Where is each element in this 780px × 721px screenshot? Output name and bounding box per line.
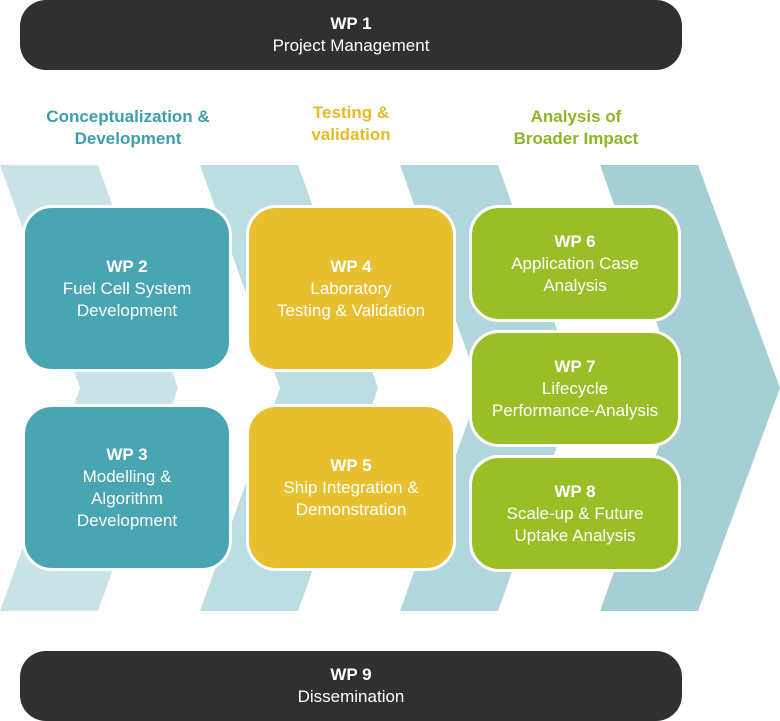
phase-1-line-1: Conceptualization &: [46, 107, 210, 126]
wp3-box: WP 3 Modelling & Algorithm Development: [22, 404, 232, 571]
phase-2-line-2: validation: [311, 125, 391, 144]
phase-heading-conceptualization: Conceptualization & Development: [22, 106, 234, 150]
wp7-line-2: Performance-Analysis: [491, 400, 659, 420]
wp3-line-3: Development: [76, 510, 178, 530]
wp5-box: WP 5 Ship Integration & Demonstration: [246, 404, 456, 571]
wp8-line-2: Uptake Analysis: [514, 525, 636, 545]
wp6-box: WP 6 Application Case Analysis: [469, 205, 681, 322]
wp9-id: WP 9: [330, 665, 372, 684]
wp7-id: WP 7: [554, 356, 596, 376]
wp9-bar: WP 9 Dissemination: [20, 651, 682, 721]
wp3-line-1: Modelling &: [82, 466, 172, 486]
wp8-line-1: Scale-up & Future: [506, 503, 644, 523]
phase-3-line-1: Analysis of: [530, 107, 622, 126]
wp4-box: WP 4 Laboratory Testing & Validation: [246, 205, 456, 372]
wp1-id: WP 1: [330, 14, 372, 33]
wp5-line-1: Ship Integration &: [283, 477, 419, 497]
wp1-bar: WP 1 Project Management: [20, 0, 682, 70]
wp1-title: Project Management: [272, 36, 430, 55]
wp9-title: Dissemination: [297, 687, 405, 706]
phase-1-line-2: Development: [74, 129, 182, 148]
phase-heading-testing: Testing & validation: [280, 102, 422, 146]
wp5-id: WP 5: [330, 455, 372, 475]
wp6-line-2: Analysis: [543, 275, 607, 295]
wp2-box: WP 2 Fuel Cell System Development: [22, 205, 232, 372]
wp5-line-2: Demonstration: [295, 499, 407, 519]
wp2-id: WP 2: [106, 256, 148, 276]
wp2-line-1: Fuel Cell System: [62, 278, 192, 298]
wp8-box: WP 8 Scale-up & Future Uptake Analysis: [469, 455, 681, 572]
wp6-line-1: Application Case: [511, 253, 639, 273]
wp4-line-1: Laboratory: [310, 278, 392, 298]
phase-3-line-2: Broader Impact: [513, 129, 639, 148]
wp3-line-2: Algorithm: [91, 488, 163, 508]
wp4-id: WP 4: [330, 256, 372, 276]
wp7-line-1: Lifecycle: [541, 378, 609, 398]
wp8-id: WP 8: [554, 481, 596, 501]
wp7-box: WP 7 Lifecycle Performance-Analysis: [469, 330, 681, 447]
wp6-id: WP 6: [554, 231, 596, 251]
wp2-line-2: Development: [76, 300, 178, 320]
phase-2-line-1: Testing &: [312, 103, 390, 122]
phase-heading-analysis: Analysis of Broader Impact: [478, 106, 674, 150]
wp3-id: WP 3: [106, 444, 148, 464]
wp4-line-2: Testing & Validation: [276, 300, 426, 320]
